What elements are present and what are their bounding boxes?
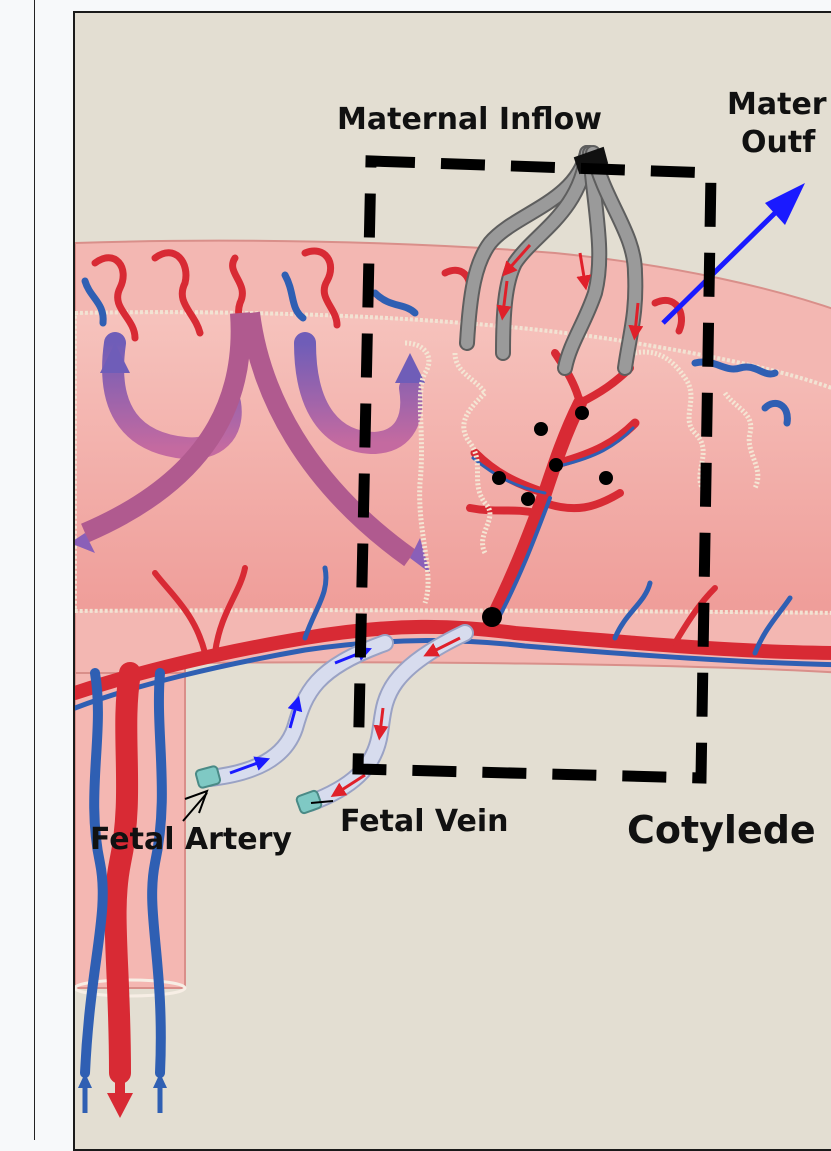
fetal-vein-label: Fetal Vein [340,804,509,839]
maternal-outflow-label-line2: Outf [741,125,816,160]
fetal-artery-label: Fetal Artery [90,822,292,857]
maternal-inflow-label: Maternal Inflow [337,102,602,137]
diagram-svg: Maternal Inflow Mater Outf Fetal Vein Fe… [75,13,831,1151]
placenta-diagram: Maternal Inflow Mater Outf Fetal Vein Fe… [73,11,831,1151]
left-rail [0,0,35,1140]
cotyledon-label: Cotylede [627,808,816,852]
maternal-outflow-label-line1: Mater [727,87,827,122]
